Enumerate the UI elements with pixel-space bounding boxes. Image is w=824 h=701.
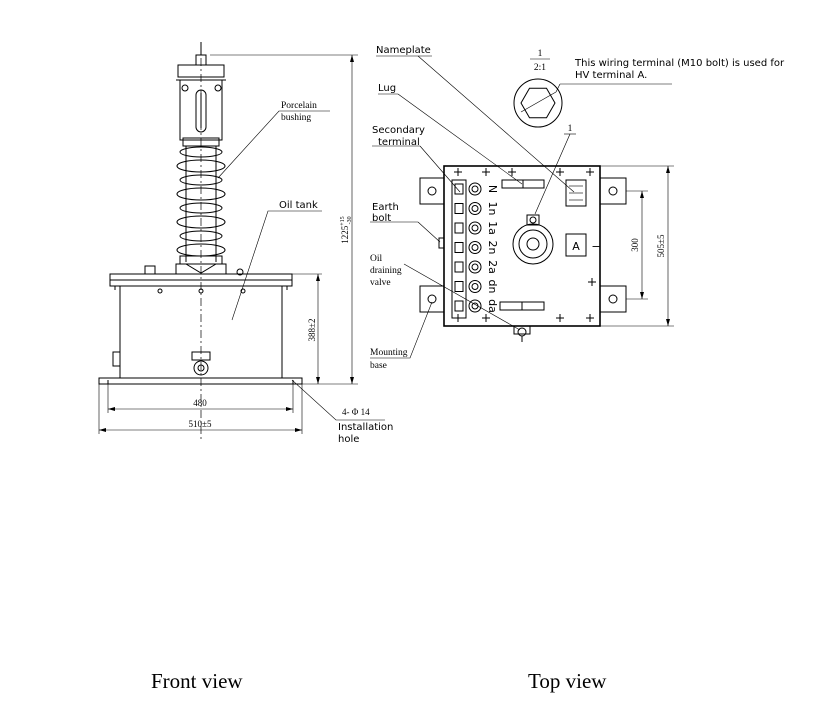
terminal-clamp	[454, 281, 464, 292]
outer-spacing-dimension: 505±5	[656, 234, 666, 257]
terminal-screw	[468, 182, 482, 196]
terminal-screw	[468, 260, 482, 274]
valve-label: valve	[370, 278, 391, 288]
terminal-label: 2n	[486, 241, 499, 255]
terminal-detail: 1 2:1 This wiring terminal (M10 bolt) is…	[513, 49, 785, 128]
lug-label: Lug	[378, 83, 396, 94]
installation-hole-spec: 4- Φ 14	[342, 407, 370, 417]
bolt-label: bolt	[372, 213, 391, 224]
detail-note-line2: HV terminal A.	[575, 70, 647, 81]
nameplate-label: Nameplate	[376, 45, 431, 56]
tank-height-dimension: 388±2	[307, 319, 317, 342]
base-label: base	[370, 361, 387, 371]
secondary-terminal-dn: dn	[454, 280, 499, 294]
porcelain-bushing	[175, 146, 227, 275]
oil-tank-label: Oil tank	[279, 200, 318, 211]
top-view: N 1n 1a 2n 2a dn da A −	[370, 45, 674, 371]
m10-washer	[513, 78, 563, 128]
detail-marker-label: 1	[568, 124, 573, 134]
terminal-label: dn	[486, 280, 499, 294]
top-labels: Nameplate Lug Secondary terminal Earth b…	[370, 45, 575, 371]
terminal-screw	[468, 202, 482, 215]
terminal-label: da	[486, 299, 499, 313]
detail-number: 1	[538, 49, 543, 59]
front-dimensions: 1225+15-30 388±2 480 510±5	[98, 54, 358, 434]
earth-label: Earth	[372, 202, 399, 213]
plus-markers	[454, 168, 596, 322]
m10-hex-nut	[520, 87, 556, 119]
draining-label: draining	[370, 266, 402, 276]
inner-spacing-dimension: 300	[630, 238, 640, 252]
hole-label: hole	[338, 434, 359, 445]
secondary-terminal-1a: 1a	[454, 221, 499, 235]
secondary-label: Secondary	[372, 125, 425, 136]
bushing-label: bushing	[281, 113, 311, 123]
secondary-terminal-N: N	[454, 182, 499, 196]
hv-terminal-a-label: A	[572, 240, 580, 253]
base-width-dimension: 510±5	[189, 419, 212, 429]
mounting-label: Mounting	[370, 348, 408, 358]
hv-terminal-a-box	[565, 233, 587, 257]
detail-scale: 2:1	[534, 63, 546, 73]
secondary-terminal-2a: 2a	[454, 260, 499, 274]
terminal-screw	[468, 241, 482, 254]
terminal-clamp	[454, 242, 464, 253]
front-view: 1225+15-30 388±2 480 510±5 Porc	[98, 42, 393, 445]
terminal-label: 2a	[486, 260, 499, 274]
nameplate	[565, 179, 587, 207]
front-view-caption: Front view	[151, 669, 243, 693]
terminal-label: 1a	[486, 221, 499, 235]
front-labels: Porcelain bushing Oil tank 4- Φ 14 Insta…	[217, 101, 393, 445]
height-dimension: 1225+15-30	[340, 216, 353, 243]
secondary-terminal-1n: 1n	[454, 202, 499, 216]
terminal-clamp	[454, 300, 464, 312]
secondary-terminal-2n: 2n	[454, 241, 499, 255]
terminal-label: N	[486, 185, 499, 193]
terminal-screw	[468, 221, 482, 235]
detail-note-line1: This wiring terminal (M10 bolt) is used …	[574, 58, 785, 69]
terminal-clamp	[454, 222, 464, 234]
terminal-clamp	[454, 183, 464, 195]
terminal-screw	[468, 299, 482, 313]
top-dimensions: 300 505±5	[600, 165, 674, 327]
terminal-label: terminal	[378, 137, 420, 148]
installation-label: Installation	[338, 422, 393, 433]
terminal-label: 1n	[486, 202, 499, 216]
secondary-terminal-block: N 1n 1a 2n 2a dn da	[451, 179, 499, 319]
terminal-clamp	[454, 261, 464, 273]
terminal-screw	[468, 280, 482, 293]
base-plate	[98, 377, 303, 385]
terminal-clamp	[454, 203, 464, 214]
oil-label: Oil	[370, 254, 383, 264]
oil-draining-valve	[513, 326, 531, 342]
hv-bushing-top	[512, 214, 554, 265]
minus-sign: −	[591, 240, 600, 253]
top-view-caption: Top view	[528, 669, 607, 693]
top-terminal	[176, 42, 226, 147]
hole-spacing-dimension: 480	[193, 398, 207, 408]
secondary-terminal-da: da	[454, 299, 499, 313]
porcelain-label: Porcelain	[281, 101, 317, 111]
earth-bolt	[438, 237, 445, 249]
oil-tank	[112, 285, 283, 379]
